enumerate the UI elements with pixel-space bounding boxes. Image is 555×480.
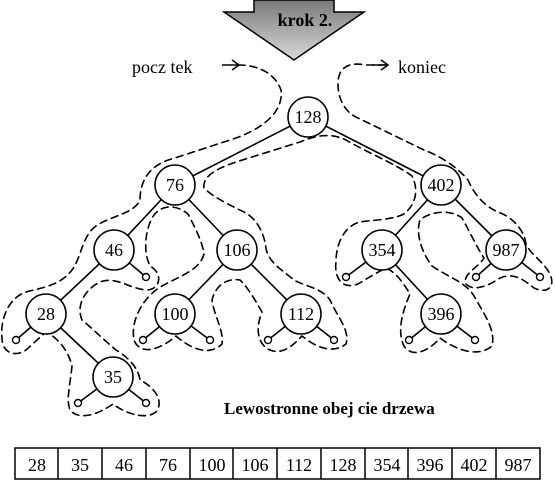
traversal-path	[0, 63, 553, 417]
start-label: pocz tek	[132, 57, 192, 77]
array-cell: 46	[115, 455, 133, 475]
array-cell: 35	[71, 455, 89, 475]
result-array: 28 35 46 76 100 106 112 128 354 396 402 …	[14, 447, 541, 480]
array-cell: 354	[374, 455, 401, 475]
array-cell: 396	[417, 455, 444, 475]
node-value: 402	[428, 175, 455, 195]
array-cell: 106	[242, 455, 269, 475]
step-label: krok 2.	[278, 10, 333, 30]
array-cell: 100	[199, 455, 226, 475]
node-value: 396	[428, 304, 455, 324]
tree-node-106: 106	[216, 229, 258, 271]
array-cell: 402	[461, 455, 488, 475]
tree-node-112: 112	[280, 293, 322, 335]
tree-node-100: 100	[154, 293, 196, 335]
end-label: koniec	[398, 57, 446, 77]
tree-node-46: 46	[93, 229, 135, 271]
tree-node-354: 354	[361, 229, 403, 271]
node-value: 128	[295, 107, 322, 127]
array-cell: 987	[505, 455, 532, 475]
tree-node-28: 28	[25, 293, 67, 335]
node-value: 354	[369, 240, 396, 260]
array-cell: 112	[286, 455, 312, 475]
array-cell: 28	[28, 455, 46, 475]
step-banner: krok 2.	[221, 0, 367, 61]
tree-node-402: 402	[420, 164, 462, 206]
node-value: 100	[162, 304, 189, 324]
node-value: 112	[288, 304, 314, 324]
node-value: 987	[493, 240, 520, 260]
null-leaves	[11, 272, 545, 408]
tree-nodes: 128 76 402 46 106 354 987 28	[25, 96, 527, 398]
tree-node-35: 35	[92, 356, 134, 398]
tree-edges	[15, 116, 541, 404]
node-value: 46	[105, 240, 123, 260]
array-cell: 128	[330, 455, 357, 475]
caption: Lewostronne obej cie drzewa	[224, 399, 435, 418]
tree-node-396: 396	[420, 293, 462, 335]
tree-node-76: 76	[154, 164, 196, 206]
node-value: 76	[166, 175, 184, 195]
node-value: 106	[224, 240, 251, 260]
node-value: 35	[104, 367, 122, 387]
array-cell: 76	[159, 455, 177, 475]
tree-node-128: 128	[287, 96, 329, 138]
node-value: 28	[37, 304, 55, 324]
tree-node-987: 987	[485, 229, 527, 271]
